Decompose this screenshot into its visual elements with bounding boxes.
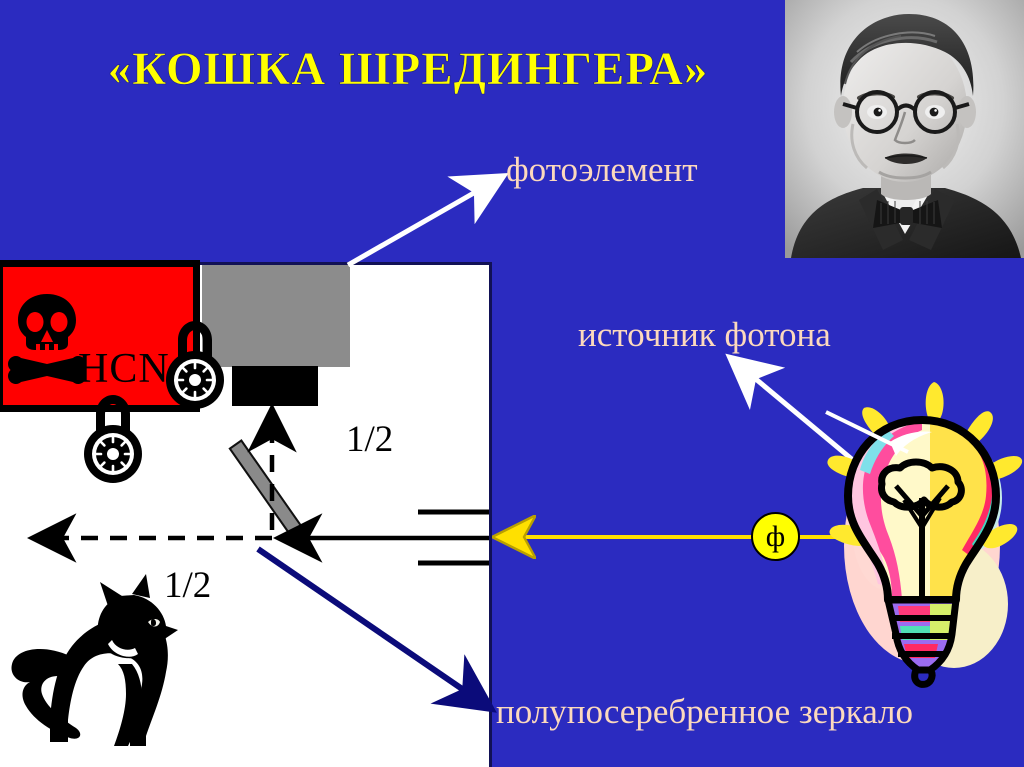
label-photoelement: фотоэлемент [506, 150, 698, 189]
skull-and-crossbones-icon [8, 294, 86, 384]
callout-arrow-photoelement [346, 173, 509, 268]
photoelement-base [232, 366, 318, 406]
probability-label-bottom: 1/2 [164, 565, 212, 606]
photoelement-body [202, 265, 350, 367]
hcn-label: HCN [78, 346, 170, 392]
schrodinger-portrait [785, 0, 1024, 258]
padlock-icon [84, 395, 142, 483]
probability-label-top: 1/2 [346, 419, 394, 460]
page-title: «КОШКА ШРЕДИНГЕРА» [107, 43, 709, 96]
label-half-mirror: полупосеребренное зеркало [496, 692, 914, 731]
label-photon-source: источник фотона [578, 315, 831, 354]
padlock-icon [166, 321, 224, 409]
photon-token: ф [751, 512, 800, 561]
light-bulb [827, 382, 1023, 688]
schrodinger-cat [11, 574, 178, 746]
